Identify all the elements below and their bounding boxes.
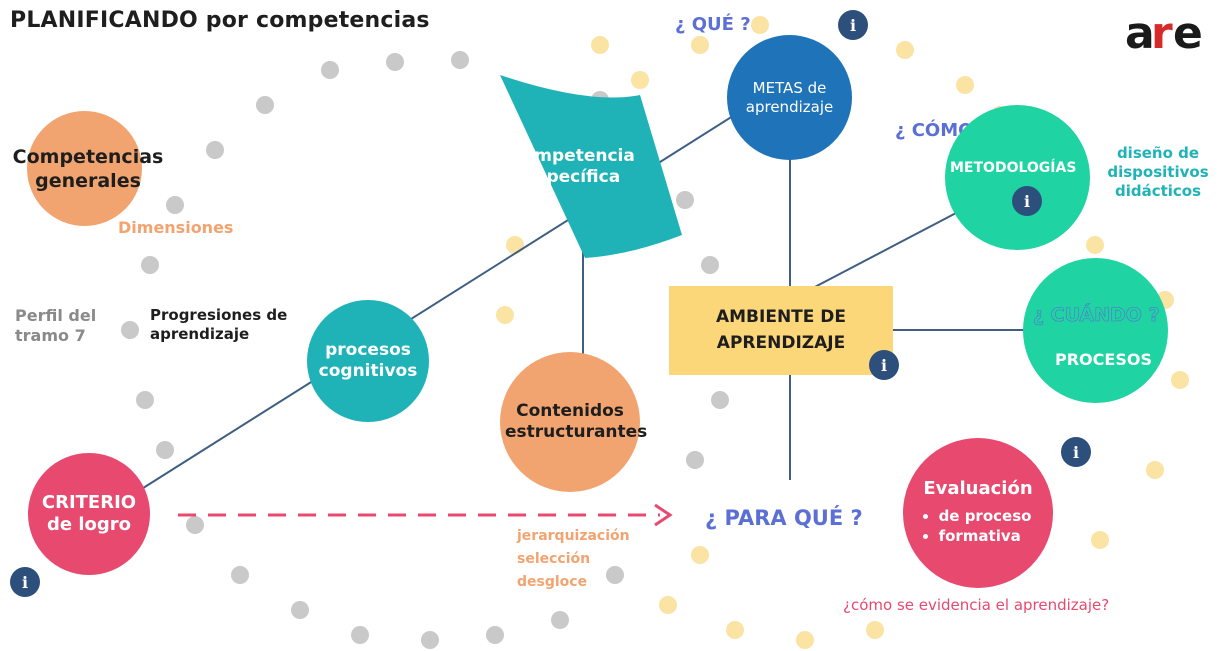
yellow-dot xyxy=(896,41,914,59)
gray-dot xyxy=(421,631,439,649)
metas-circle: METAS de aprendizaje xyxy=(727,35,852,160)
jerarquizacion-0: jerarquización xyxy=(517,528,630,544)
evaluacion-title: Evaluación xyxy=(923,478,1033,499)
criterio-label: CRITERIO de logro xyxy=(41,491,137,536)
evaluacion-item: de proceso xyxy=(939,507,1032,526)
gray-dot xyxy=(686,451,704,469)
gray-dot xyxy=(136,391,154,409)
yellow-dot xyxy=(659,596,677,614)
gray-dot xyxy=(156,441,174,459)
evaluacion-list: de proceso formativa xyxy=(925,505,1032,549)
yellow-dot xyxy=(691,36,709,54)
yellow-dot xyxy=(796,631,814,649)
gray-dot xyxy=(701,256,719,274)
competencia-especifica-shape xyxy=(500,75,682,258)
procesos-cognitivos-label: procesos cognitivos xyxy=(318,339,418,381)
yellow-dot xyxy=(1146,461,1164,479)
gray-dot xyxy=(451,51,469,69)
procesos-circle xyxy=(1023,258,1168,403)
yellow-dot xyxy=(956,76,974,94)
competencias-generales-label: Competencias generales xyxy=(12,146,164,192)
yellow-dot xyxy=(591,36,609,54)
info-icon-metodologias[interactable]: i xyxy=(1012,186,1042,216)
gray-dot xyxy=(486,626,504,644)
gray-dot xyxy=(551,611,569,629)
yellow-dot xyxy=(751,16,769,34)
para-que-question: ¿ PARA QUÉ ? xyxy=(705,506,863,530)
procesos-cognitivos-circle: procesos cognitivos xyxy=(307,300,429,422)
connector-criterio-metas xyxy=(139,79,791,491)
criterio-circle: CRITERIO de logro xyxy=(28,453,150,575)
dimensiones-label: Dimensiones xyxy=(118,218,234,237)
gray-dot xyxy=(121,321,139,339)
ambiente-label: AMBIENTE DE APRENDIZAJE xyxy=(715,307,847,353)
gray-dot xyxy=(231,566,249,584)
info-icon-ambiente[interactable]: i xyxy=(869,350,899,380)
info-icon-evaluacion[interactable]: i xyxy=(1061,437,1091,467)
contenidos-circle: Contenidos estructurantes xyxy=(500,352,648,492)
dashed-arrow-head xyxy=(654,503,673,527)
evaluacion-item: formativa xyxy=(939,527,1032,546)
gray-dot xyxy=(291,601,309,619)
yellow-dot xyxy=(1171,371,1189,389)
cuando-question: ¿ CUÁNDO ? xyxy=(1033,304,1160,327)
gray-dot xyxy=(711,391,729,409)
gray-dot xyxy=(351,626,369,644)
gray-dot xyxy=(386,53,404,71)
yellow-dot xyxy=(506,236,524,254)
jerarquizacion-1: selección xyxy=(517,551,591,567)
gray-dot xyxy=(186,516,204,534)
gray-dot xyxy=(321,61,339,79)
yellow-dot xyxy=(1086,236,1104,254)
gray-dot xyxy=(676,191,694,209)
metodologias-circle xyxy=(945,105,1090,250)
procesos-label: PROCESOS xyxy=(1055,350,1152,369)
yellow-dot xyxy=(726,621,744,639)
gray-dot xyxy=(206,141,224,159)
ambiente-box: AMBIENTE DE APRENDIZAJE xyxy=(669,286,893,375)
svg-text:a: a xyxy=(1125,8,1155,54)
svg-text:r: r xyxy=(1151,8,1173,54)
competencia-especifica-label: Competencia específica xyxy=(510,146,635,188)
progresiones-label: Progresiones de aprendizaje xyxy=(150,306,288,343)
que-question: ¿ QUÉ ? xyxy=(675,14,751,35)
yellow-dot xyxy=(1091,531,1109,549)
evaluacion-circle: Evaluación de proceso formativa xyxy=(903,438,1053,588)
perfil-label: Perfil del tramo 7 xyxy=(15,306,97,345)
info-icon-criterio[interactable]: i xyxy=(10,567,40,597)
competencias-generales-circle xyxy=(27,111,142,226)
page-title: PLANIFICANDO por competencias xyxy=(10,8,430,33)
diseno-label: diseño de dispositivos didácticos xyxy=(1107,144,1209,200)
gray-dot xyxy=(141,256,159,274)
brand-logo: a r e xyxy=(1123,4,1213,59)
metas-label: METAS de aprendizaje xyxy=(745,78,834,116)
evidencia-label: ¿cómo se evidencia el aprendizaje? xyxy=(843,596,1110,614)
svg-text:e: e xyxy=(1173,8,1203,54)
yellow-dot xyxy=(866,621,884,639)
yellow-dot xyxy=(496,306,514,324)
info-icon-metas[interactable]: i xyxy=(838,10,868,40)
gray-dot xyxy=(166,196,184,214)
jerarquizacion-2: desgloce xyxy=(517,574,588,590)
contenidos-label: Contenidos estructurantes xyxy=(505,400,648,442)
gray-dot xyxy=(606,566,624,584)
gray-dot xyxy=(256,96,274,114)
yellow-dot xyxy=(691,546,709,564)
metodologias-label: METODOLOGÍAS xyxy=(950,160,1077,176)
yellow-dot xyxy=(631,71,649,89)
